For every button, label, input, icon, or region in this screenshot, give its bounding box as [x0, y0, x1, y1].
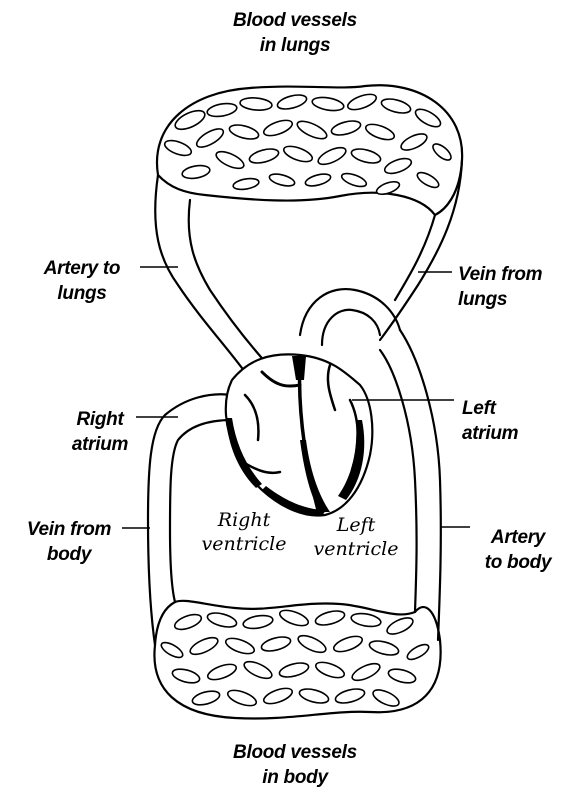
vein-lungs-line1: Vein from: [458, 262, 568, 287]
lungs-vessels-label: Blood vessels in lungs: [215, 8, 375, 58]
artery-body-outer: [400, 330, 441, 640]
right-atrium-label: Right atrium: [55, 407, 145, 457]
right-ventricle-line1: Right: [192, 508, 296, 532]
right-ventricle-line2: ventricle: [192, 532, 296, 556]
left-atrium-label: Left atrium: [462, 396, 542, 446]
right-atrium-line1: Right: [55, 407, 145, 432]
artery-lungs-line1: Artery to: [22, 256, 142, 281]
lung-capillary-mesh: [163, 91, 454, 197]
aorta-arch: [300, 289, 400, 345]
vein-from-body-label: Vein from body: [14, 517, 124, 567]
artery-body-line2: to body: [468, 550, 568, 575]
artery-to-lungs-vessel: [155, 175, 268, 372]
artery-lungs-line2: lungs: [22, 281, 142, 306]
vein-body-line1: Vein from: [14, 517, 124, 542]
left-ventricle-line1: Left: [304, 513, 408, 537]
vein-lungs-line2: lungs: [458, 287, 568, 312]
artery-to-lungs-label: Artery to lungs: [22, 256, 142, 306]
lung-capillary-bed: [157, 85, 462, 215]
left-ventricle-label: Left ventricle: [304, 513, 408, 561]
lung-bed-outer: [157, 85, 462, 215]
right-atrium-line2: atrium: [55, 432, 145, 457]
left-atrium-line2: atrium: [462, 421, 542, 446]
left-ventricle-line2: ventricle: [304, 537, 408, 561]
artery-body-inner: [380, 350, 417, 612]
vein-lungs-inner: [395, 215, 435, 300]
left-atrium-line1: Left: [462, 396, 542, 421]
body-capillary-mesh: [159, 607, 431, 709]
vein-body-line2: body: [14, 542, 124, 567]
right-ventricle-label: Right ventricle: [192, 508, 296, 556]
body-vessels-label: Blood vessels in body: [215, 740, 375, 790]
artery-body-line1: Artery: [468, 525, 568, 550]
artery-to-body-vessel: [380, 330, 441, 640]
artery-to-body-label: Artery to body: [468, 525, 568, 575]
lungs-vessels-line1: Blood vessels: [215, 8, 375, 33]
lungs-vessels-line2: in lungs: [215, 33, 375, 58]
artery-lungs-inner: [189, 200, 268, 365]
body-vessels-line2: in body: [215, 765, 375, 790]
body-vessels-line1: Blood vessels: [215, 740, 375, 765]
vein-from-lungs-label: Vein from lungs: [458, 262, 568, 312]
